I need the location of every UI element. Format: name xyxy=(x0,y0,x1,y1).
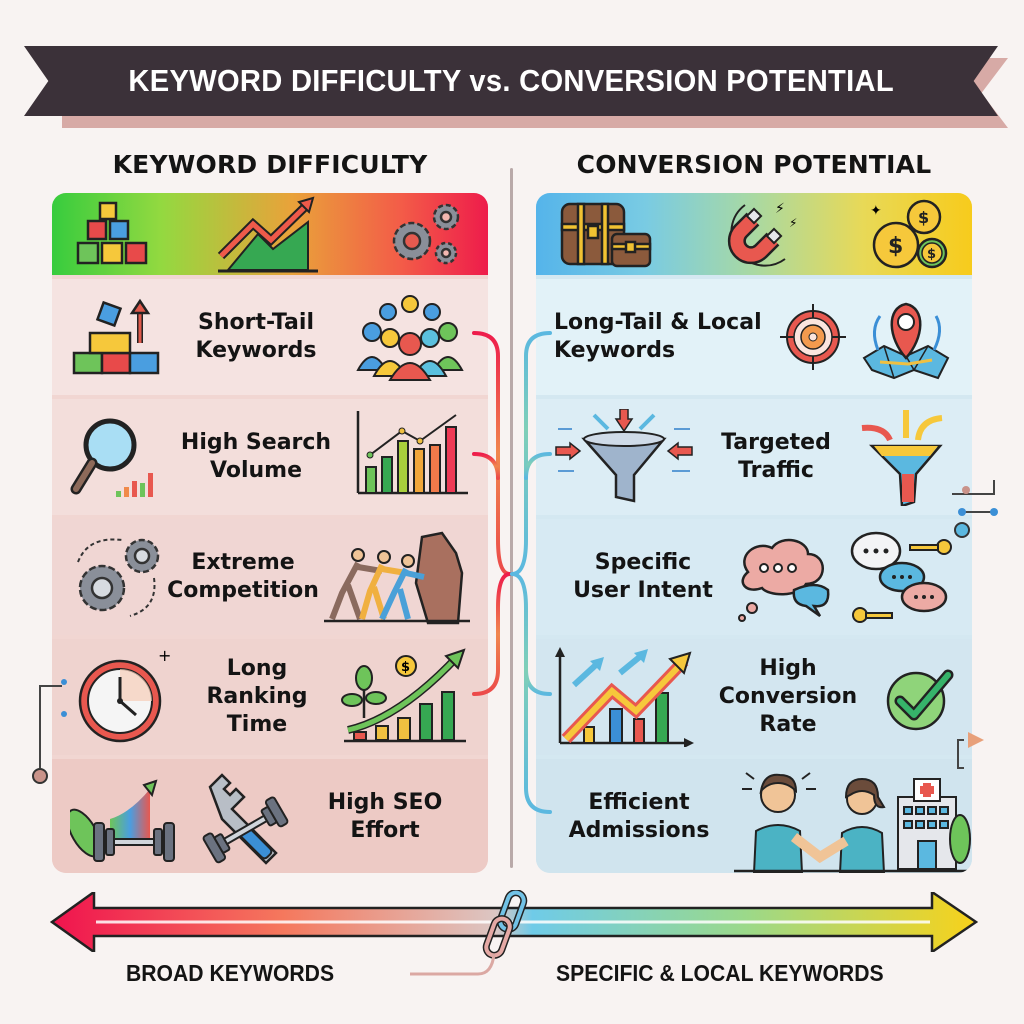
people-pushing-rock-icon xyxy=(320,529,470,625)
color-funnel-icon xyxy=(858,408,954,506)
blocks-arrow-icon xyxy=(70,297,162,377)
svg-text:$: $ xyxy=(927,247,936,262)
svg-text:+: + xyxy=(158,649,171,665)
map-pin-icon xyxy=(858,294,954,380)
difficulty-gradient-bar xyxy=(52,193,488,275)
page-title: KEYWORD DIFFICULTY vs. CONVERSION POTENT… xyxy=(128,63,894,98)
crowd-icon xyxy=(350,292,470,382)
right-section-title: CONVERSION POTENTIAL xyxy=(576,150,932,179)
bar-chart-icon xyxy=(352,409,470,505)
svg-text:⚡: ⚡ xyxy=(775,201,785,217)
svg-text:$: $ xyxy=(888,234,903,259)
magnet-icon: ⚡⚡ xyxy=(715,195,805,273)
magnifier-icon xyxy=(70,411,160,503)
stacked-blocks-icon xyxy=(74,199,154,269)
thought-bubble-icon xyxy=(732,532,836,622)
target-icon xyxy=(778,302,848,372)
funnel-icon xyxy=(554,409,694,505)
svg-text:$: $ xyxy=(918,208,929,227)
center-divider xyxy=(510,168,513,868)
svg-text:⚡: ⚡ xyxy=(789,216,797,230)
wrench-dumbbell-icon xyxy=(190,769,300,865)
clock-icon: + xyxy=(70,649,174,745)
chain-link-icon xyxy=(482,890,528,959)
svg-text:$: $ xyxy=(401,660,410,675)
rising-trend-arrow-icon xyxy=(213,194,323,274)
treasure-chest-icon xyxy=(558,198,654,270)
title-banner: KEYWORD DIFFICULTY vs. CONVERSION POTENT… xyxy=(24,46,998,116)
growth-chart-icon xyxy=(554,647,694,747)
coins-icon: $ $ $ ✦ xyxy=(866,197,950,271)
specific-local-keywords-label: SPECIFIC & LOCAL KEYWORDS xyxy=(556,960,884,986)
checkmark-icon xyxy=(882,661,954,733)
chain-connector-line xyxy=(410,953,496,976)
chat-keys-icon xyxy=(850,529,954,625)
gears-cycle-icon xyxy=(70,532,166,622)
svg-text:✦: ✦ xyxy=(870,203,882,219)
broad-keywords-label: BROAD KEYWORDS xyxy=(126,960,335,986)
handshake-hospital-icon xyxy=(734,761,972,873)
gears-icon xyxy=(382,197,466,271)
dumbbell-chart-icon xyxy=(70,769,180,865)
conversion-gradient-bar: ⚡⚡ $$$✦ xyxy=(536,193,972,275)
left-section-title: KEYWORD DIFFICULTY xyxy=(112,150,428,179)
plant-growth-chart-icon: $ xyxy=(340,648,470,746)
